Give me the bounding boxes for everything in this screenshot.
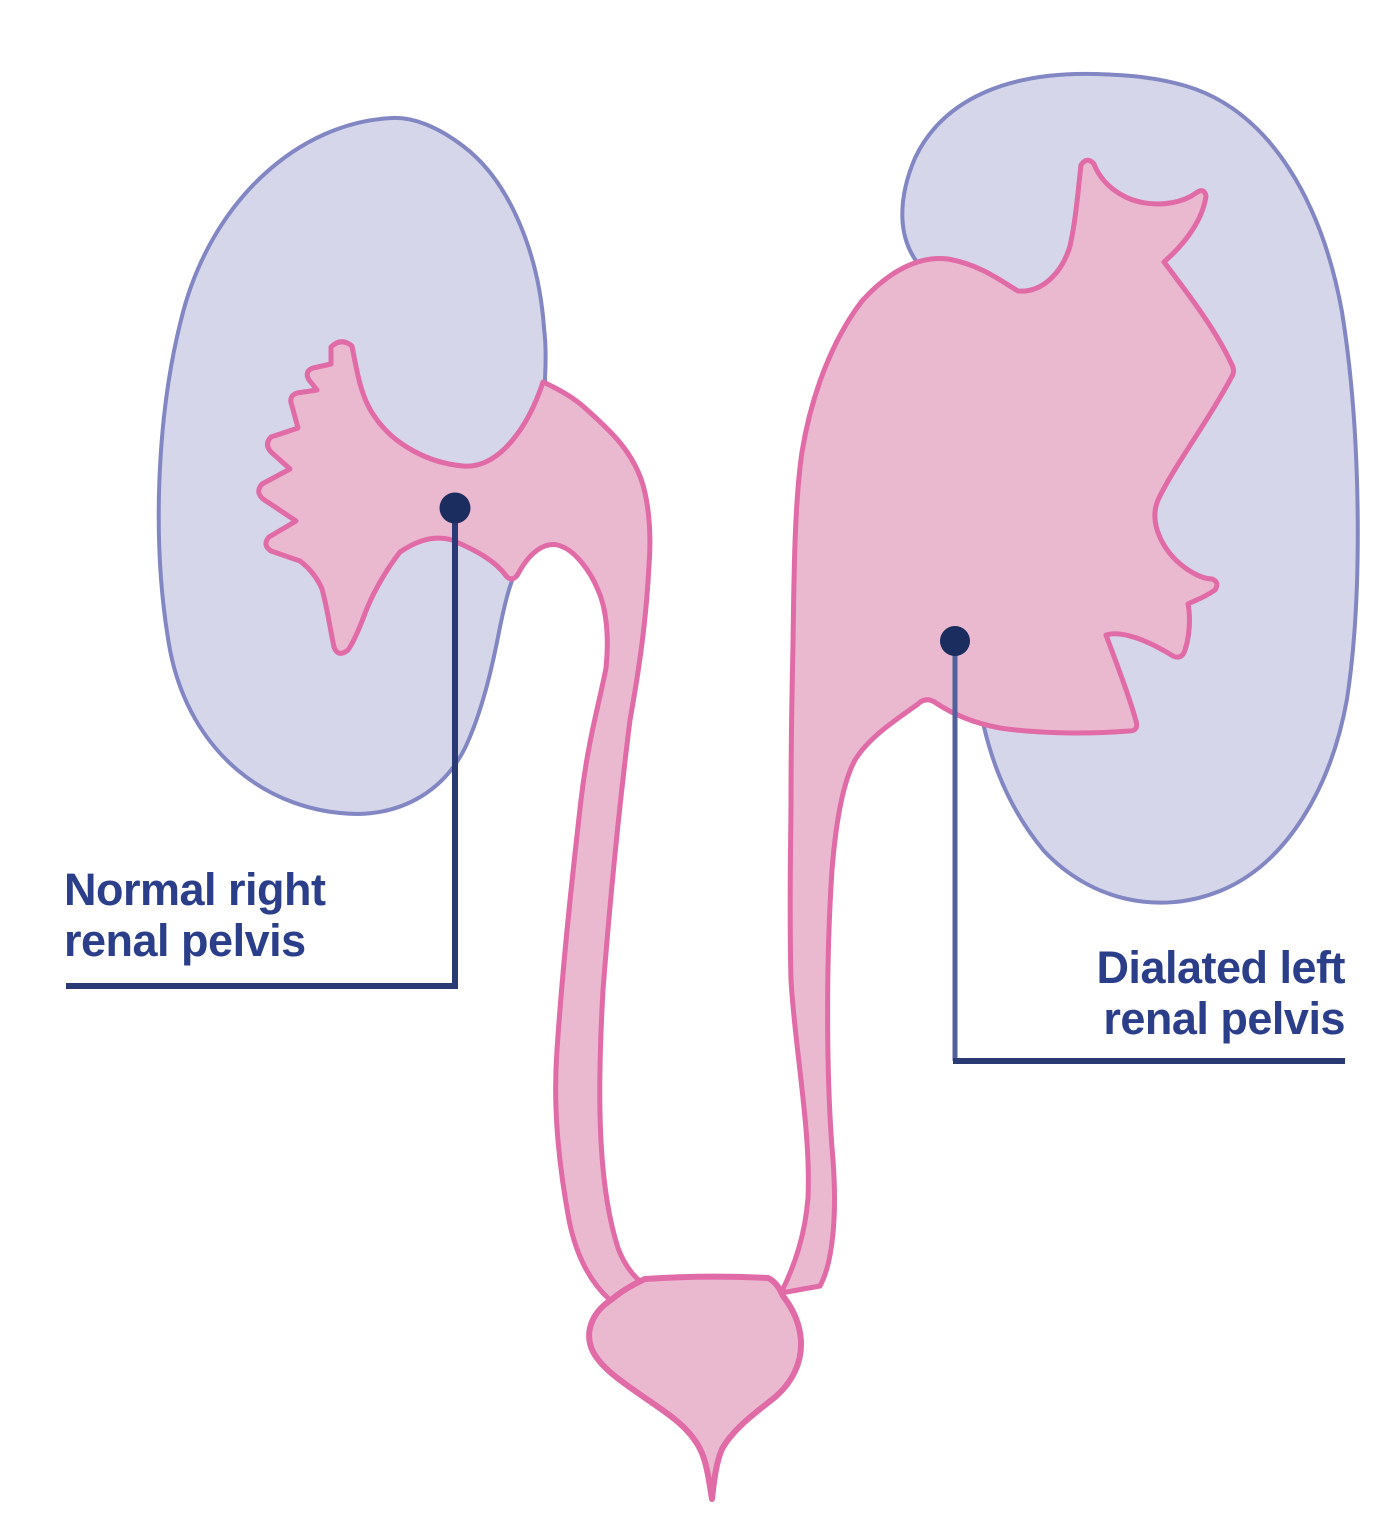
label-dilated-line2: renal pelvis [1103, 993, 1345, 1044]
label-normal-line2: renal pelvis [64, 915, 306, 966]
normal-right-renal-pelvis-and-ureter [256, 339, 653, 1303]
dilated-pelvis-marker-dot [940, 626, 970, 656]
label-dilated-left-renal-pelvis: Dialated left renal pelvis [945, 942, 1345, 1044]
bladder [586, 1273, 805, 1502]
normal-pelvis-marker-dot [439, 492, 471, 524]
label-dilated-line1: Dialated left [1096, 942, 1345, 993]
label-normal-right-renal-pelvis: Normal right renal pelvis [64, 864, 326, 966]
dilated-left-renal-pelvis-and-ureter [778, 157, 1236, 1296]
label-normal-line1: Normal right [64, 864, 326, 915]
left-leader-line [66, 512, 458, 989]
